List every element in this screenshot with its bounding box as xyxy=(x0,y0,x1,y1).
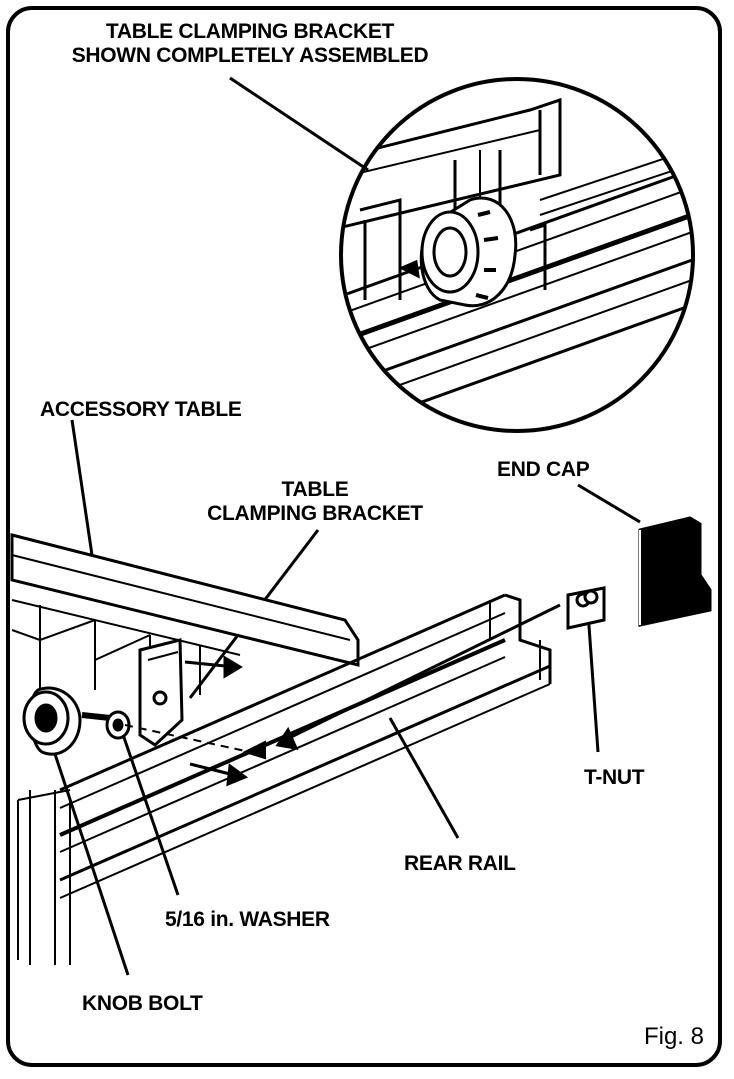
label-washer: 5/16 in. WASHER xyxy=(165,908,330,931)
leader-assembled xyxy=(229,76,369,172)
leader-accessory-table xyxy=(70,419,94,556)
t-nut xyxy=(566,586,606,630)
label-knob-bolt: KNOB BOLT xyxy=(82,992,203,1015)
clamping-bracket xyxy=(138,638,184,747)
label-clamping-bracket-line2: CLAMPING BRACKET xyxy=(207,502,423,525)
leader-rear-rail xyxy=(388,717,460,839)
leader-knob-bolt xyxy=(50,744,130,976)
leader-t-nut xyxy=(586,611,600,753)
label-accessory-table: ACCESSORY TABLE xyxy=(40,398,242,421)
leader-end-cap xyxy=(577,483,641,524)
knob-bolt xyxy=(22,686,111,756)
label-t-nut: T-NUT xyxy=(584,766,645,789)
figure-frame xyxy=(6,6,722,1067)
label-rear-rail: REAR RAIL xyxy=(404,852,516,875)
leader-washer xyxy=(116,719,180,896)
label-clamping-bracket-line1: TABLE xyxy=(281,478,349,501)
assembled-title-line1: TABLE CLAMPING BRACKET xyxy=(105,20,395,43)
end-cap xyxy=(638,516,712,627)
figure-number: Fig. 8 xyxy=(643,1023,704,1050)
label-clamping-bracket: TABLE CLAMPING BRACKET xyxy=(190,478,440,526)
assembled-title-line2: SHOWN COMPLETELY ASSEMBLED xyxy=(71,44,429,67)
accessory-table xyxy=(10,533,360,700)
assembled-detail-circle xyxy=(339,77,695,433)
assembled-title: TABLE CLAMPING BRACKET SHOWN COMPLETELY … xyxy=(40,20,460,68)
label-end-cap: END CAP xyxy=(497,458,590,481)
